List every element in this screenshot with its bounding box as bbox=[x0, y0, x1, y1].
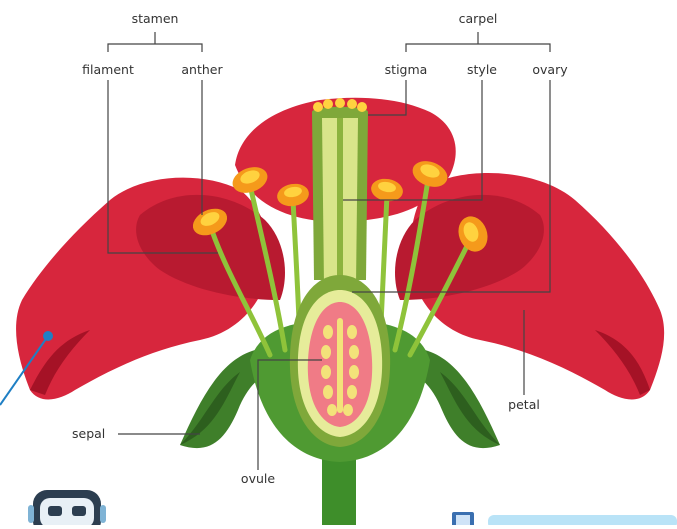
stem bbox=[322, 455, 356, 525]
label-carpel: carpel bbox=[459, 12, 498, 26]
label-stamen: stamen bbox=[132, 12, 179, 26]
book-icon bbox=[452, 512, 474, 525]
label-stigma: stigma bbox=[385, 63, 428, 77]
robot-icon bbox=[28, 490, 106, 525]
ovule bbox=[327, 404, 337, 416]
label-ovule: ovule bbox=[241, 472, 275, 486]
ovule bbox=[321, 345, 331, 359]
label-anther: anther bbox=[181, 63, 222, 77]
ovule bbox=[347, 385, 357, 399]
label-sepal: sepal bbox=[72, 427, 105, 441]
ovule bbox=[349, 365, 359, 379]
ovule bbox=[323, 325, 333, 339]
ovule bbox=[323, 385, 333, 399]
label-filament: filament bbox=[82, 63, 134, 77]
label-style: style bbox=[467, 63, 497, 77]
label-ovary: ovary bbox=[532, 63, 567, 77]
label-petal: petal bbox=[508, 398, 540, 412]
ovule bbox=[349, 345, 359, 359]
ovule bbox=[343, 404, 353, 416]
stamen-bracket bbox=[108, 44, 202, 52]
carpel-bracket bbox=[406, 44, 550, 52]
ovule bbox=[321, 365, 331, 379]
info-panel bbox=[488, 515, 677, 525]
ovule bbox=[347, 325, 357, 339]
